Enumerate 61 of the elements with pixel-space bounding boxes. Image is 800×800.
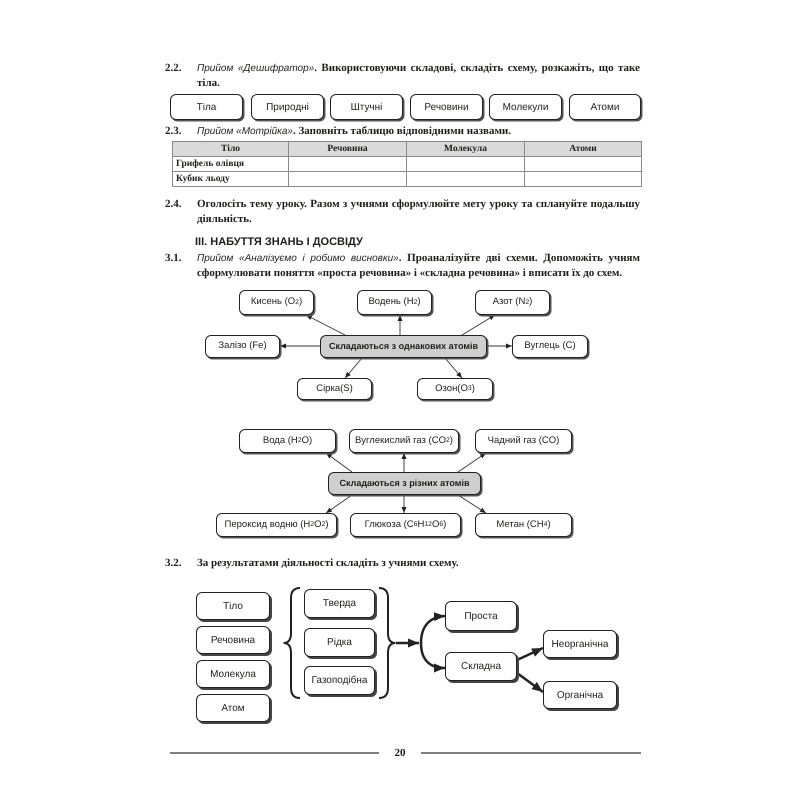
concept-box: Природні (251, 94, 324, 120)
column-header: Тіло (172, 142, 288, 156)
concept-box: Речовини (410, 94, 483, 120)
substance-box: Чадний газ (CO) (475, 429, 572, 453)
concept-box: Молекула (196, 660, 270, 688)
concept-box: Тіло (196, 592, 270, 620)
row-header: Грифель олівця (172, 156, 288, 172)
concept-box: Газоподібна (304, 666, 375, 695)
concept-box: Проста (445, 601, 517, 631)
arrow (306, 314, 346, 336)
section-heading: III. НАБУТТЯ ЗНАНЬ І ДОСВІДУ (195, 235, 363, 249)
page-number: 20 (394, 746, 406, 760)
concept-box: Складна (445, 652, 517, 681)
arrow (420, 642, 446, 672)
curly-brace (378, 587, 396, 699)
arrow (398, 314, 402, 336)
category-box: Складаються з однакових атомів (320, 335, 487, 358)
column-header: Речовина (288, 142, 406, 156)
category-box: Складаються з різних атомів (328, 472, 481, 495)
arrow (420, 612, 446, 644)
substance-box: Вуглець (C) (512, 335, 588, 358)
exercise-number: 2.2. (165, 61, 182, 76)
concept-box: Атоми (569, 94, 641, 120)
exercise-number: 3.2. (165, 556, 182, 571)
instruction-text: Прийом «Мотрійка». Заповніть таблицю відповідними назвами. (197, 124, 512, 139)
arrow (280, 344, 320, 348)
arrow (444, 358, 462, 378)
concept-box: Неорганічна (543, 630, 617, 658)
concept-box: Тверда (304, 589, 375, 618)
instruction-text: Оголосіть тему уроку. Разом з учнями сформулюйте мету уроку та сплануйте подальшу діяльність. (197, 197, 640, 227)
exercise-number: 2.3. (165, 124, 182, 139)
arrow (402, 452, 406, 472)
concept-box: Органічна (543, 681, 617, 709)
arrow (516, 646, 544, 662)
arrow (326, 452, 352, 472)
instruction-text: За результатами діяльності складіть з учнями схему. (197, 556, 460, 571)
substance-box: Сірка(S) (297, 378, 372, 400)
exercise-number: 3.1. (165, 251, 182, 266)
arrow (396, 638, 419, 648)
concept-box: Тіла (170, 94, 243, 120)
arrow (458, 494, 486, 514)
arrow (402, 494, 406, 514)
concept-box: Молекули (489, 94, 562, 120)
arrow (458, 452, 486, 472)
instruction-text: Прийом «Аналізуємо і робимо висновки». Проаналізуйте дві схеми. Допоможіть учням сформулювати поняття «проста речовина» і «складна речовина» і вписати їх до схем. (197, 251, 640, 281)
row-header: Кубик льоду (172, 172, 288, 186)
concept-box: Речовина (196, 626, 270, 654)
substance-box: Залізо (Fe) (205, 335, 280, 358)
concept-box: Рідка (304, 628, 375, 657)
arrow (486, 344, 512, 348)
column-header: Атоми (524, 142, 642, 156)
arrow (344, 358, 362, 378)
arrow (462, 314, 496, 336)
curly-brace (283, 587, 301, 699)
column-header: Молекула (406, 142, 524, 156)
arrow (516, 672, 544, 693)
exercise-number: 2.4. (165, 197, 182, 212)
instruction-text: Прийом «Дешифратор». Використовуючи складові, складіть схему, розкажіть, що таке тіла. (197, 61, 640, 91)
arrow (326, 494, 352, 514)
concept-box: Атом (196, 694, 270, 722)
concept-box: Штучні (330, 94, 403, 120)
